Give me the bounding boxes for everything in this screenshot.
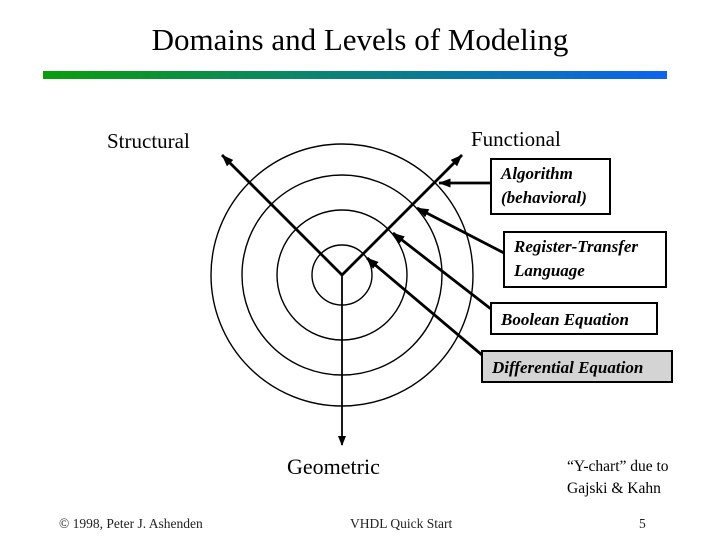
axis-label-functional: Functional bbox=[471, 127, 561, 151]
level-box-label: (behavioral) bbox=[501, 188, 587, 207]
level-box-label: Register-Transfer bbox=[514, 237, 639, 256]
level-box-label: Language bbox=[514, 261, 585, 280]
level-box-boolean-equation: Boolean Equation bbox=[490, 302, 658, 335]
level-box-label: Differential Equation bbox=[492, 358, 644, 377]
ychart-note-line2: Gajski & Kahn bbox=[567, 480, 661, 498]
differential-callout-arrow bbox=[366, 256, 483, 357]
title-accent-bar bbox=[43, 71, 667, 79]
slide-title: Domains and Levels of Modeling bbox=[151, 22, 569, 57]
level-box-differential-equation: Differential Equation bbox=[481, 350, 673, 383]
level-box-label: Algorithm bbox=[501, 164, 573, 183]
ychart-note-line1: “Y-chart” due to bbox=[567, 458, 669, 475]
footer-page-number: 5 bbox=[639, 516, 646, 531]
register-transfer-callout-arrow bbox=[416, 206, 505, 255]
level-box-algorithm: Algorithm (behavioral) bbox=[490, 158, 611, 215]
footer-copyright: © 1998, Peter J. Ashenden bbox=[59, 516, 203, 531]
axis-label-geometric: Geometric bbox=[287, 454, 380, 479]
structural-axis-arrow bbox=[221, 154, 343, 276]
boolean-callout-arrow bbox=[392, 231, 492, 311]
axis-label-structural: Structural bbox=[107, 129, 190, 153]
level-box-register-transfer: Register-Transfer Language bbox=[503, 231, 667, 288]
footer-presentation-title: VHDL Quick Start bbox=[350, 516, 453, 531]
level-box-label: Boolean Equation bbox=[501, 310, 630, 329]
ychart-attribution-note: “Y-chart” due to Gajski & Kahn bbox=[567, 456, 697, 501]
functional-axis-arrow bbox=[341, 154, 463, 276]
